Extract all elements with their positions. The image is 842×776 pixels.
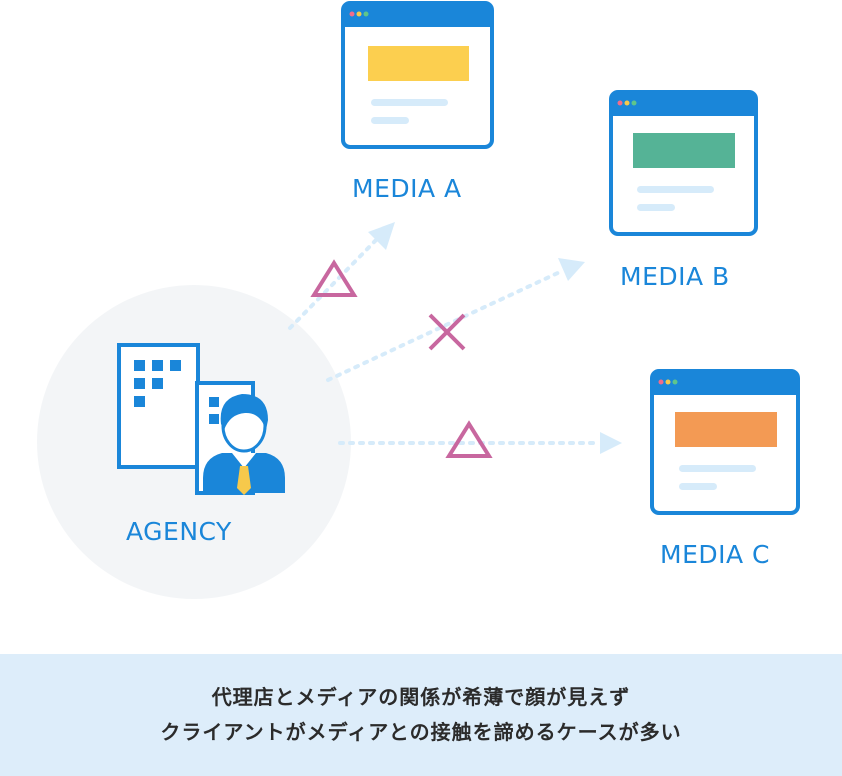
media-b-window <box>609 90 758 236</box>
media-c-label: MEDIA C <box>660 540 770 569</box>
media-c-window <box>650 369 800 515</box>
arrow-to-media-c <box>338 432 622 454</box>
caption-line-2: クライアントがメディアとの接触を諦めるケースが多い <box>160 720 682 744</box>
media-a-banner <box>368 46 469 81</box>
triangle-symbol-media-a <box>310 259 358 297</box>
media-a-window <box>341 1 494 149</box>
media-b-label: MEDIA B <box>620 262 730 291</box>
caption-line-1: 代理店とメディアの関係が希薄で顔が見えず <box>211 685 631 709</box>
media-b-banner <box>633 133 735 168</box>
media-a-label: MEDIA A <box>352 174 462 203</box>
arrow-to-media-b <box>326 258 585 382</box>
caption-box: 代理店とメディアの関係が希薄で顔が見えず クライアントがメディアとの接触を諦める… <box>0 654 842 776</box>
agency-person-icon <box>203 394 285 495</box>
agency-label: AGENCY <box>126 517 232 546</box>
triangle-symbol-media-c <box>445 420 493 458</box>
arrow-to-media-a <box>288 222 395 330</box>
media-c-banner <box>675 412 777 447</box>
cross-symbol-media-b <box>428 313 466 351</box>
diagram-canvas <box>37 1 800 599</box>
